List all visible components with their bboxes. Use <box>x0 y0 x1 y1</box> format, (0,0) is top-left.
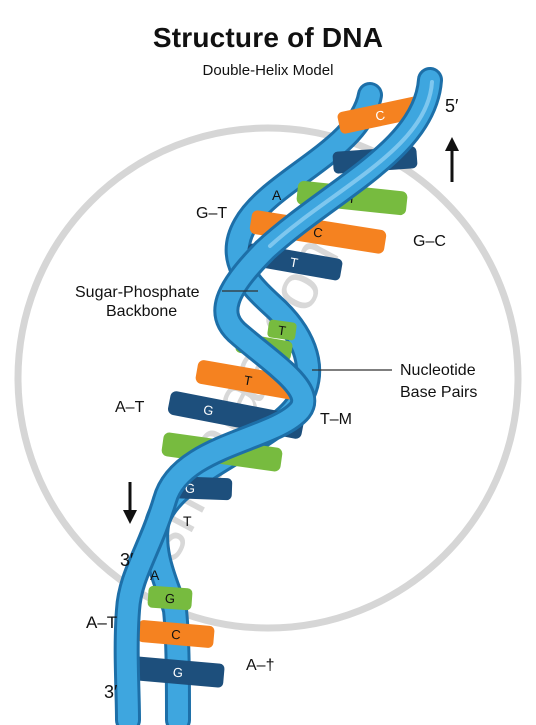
base-letter: G <box>164 591 175 607</box>
label-t-m: T–M <box>320 411 352 428</box>
base-pair-fill <box>131 656 225 688</box>
front-strand <box>113 67 443 725</box>
base-letter: T <box>289 254 299 270</box>
base-pair-bar: C <box>337 96 423 134</box>
base-letter: C <box>374 107 386 124</box>
page-subtitle: Double-Helix Model <box>202 62 334 79</box>
base-pair-fill <box>195 360 301 400</box>
base-letter: T <box>243 372 253 388</box>
base-letter: G <box>185 481 196 496</box>
watermark-circle <box>14 124 522 632</box>
base-pair-fill <box>147 585 193 611</box>
base-pair-bar: C <box>137 620 215 648</box>
label-g-c: G–C <box>413 233 446 250</box>
label-a-t-mid: A–T <box>115 399 145 416</box>
base-pair-bar: G <box>131 656 225 688</box>
label-3-prime-mid: 3′ <box>120 550 134 570</box>
label-letter-a-top: A <box>272 187 282 203</box>
base-pair-fill <box>267 319 297 341</box>
base-letter: G <box>172 665 183 681</box>
base-letter: G <box>202 402 215 419</box>
label-letter-t-mid: T <box>183 513 192 529</box>
label-backbone-line2: Backbone <box>106 303 177 320</box>
label-5-prime: 5′ <box>445 96 459 116</box>
arrow-down-icon <box>123 482 137 524</box>
label-a-dagger: A–† <box>246 657 274 674</box>
base-pair-bar: G <box>147 585 193 611</box>
base-pair-fill <box>337 96 423 134</box>
label-g-t-upper: G–T <box>196 205 227 222</box>
label-nucleotide-line2: Base Pairs <box>400 384 477 401</box>
base-letter: T <box>277 323 287 339</box>
base-pair-bar: T <box>267 319 297 341</box>
label-letter-a-low: A <box>150 567 160 583</box>
base-letter: C <box>171 627 182 643</box>
label-nucleotide: Nucleotide <box>400 362 476 379</box>
base-pair-fill <box>137 620 215 648</box>
label-backbone: Sugar-Phosphate <box>75 284 200 301</box>
label-3-prime-bottom: 3′ <box>104 682 118 702</box>
arrow-up-icon <box>445 137 459 182</box>
label-a-t-low: A–T <box>86 613 117 632</box>
page-title: Structure of DNA <box>152 22 384 53</box>
base-letter: C <box>312 224 324 240</box>
base-pair-bar: T <box>195 360 301 400</box>
